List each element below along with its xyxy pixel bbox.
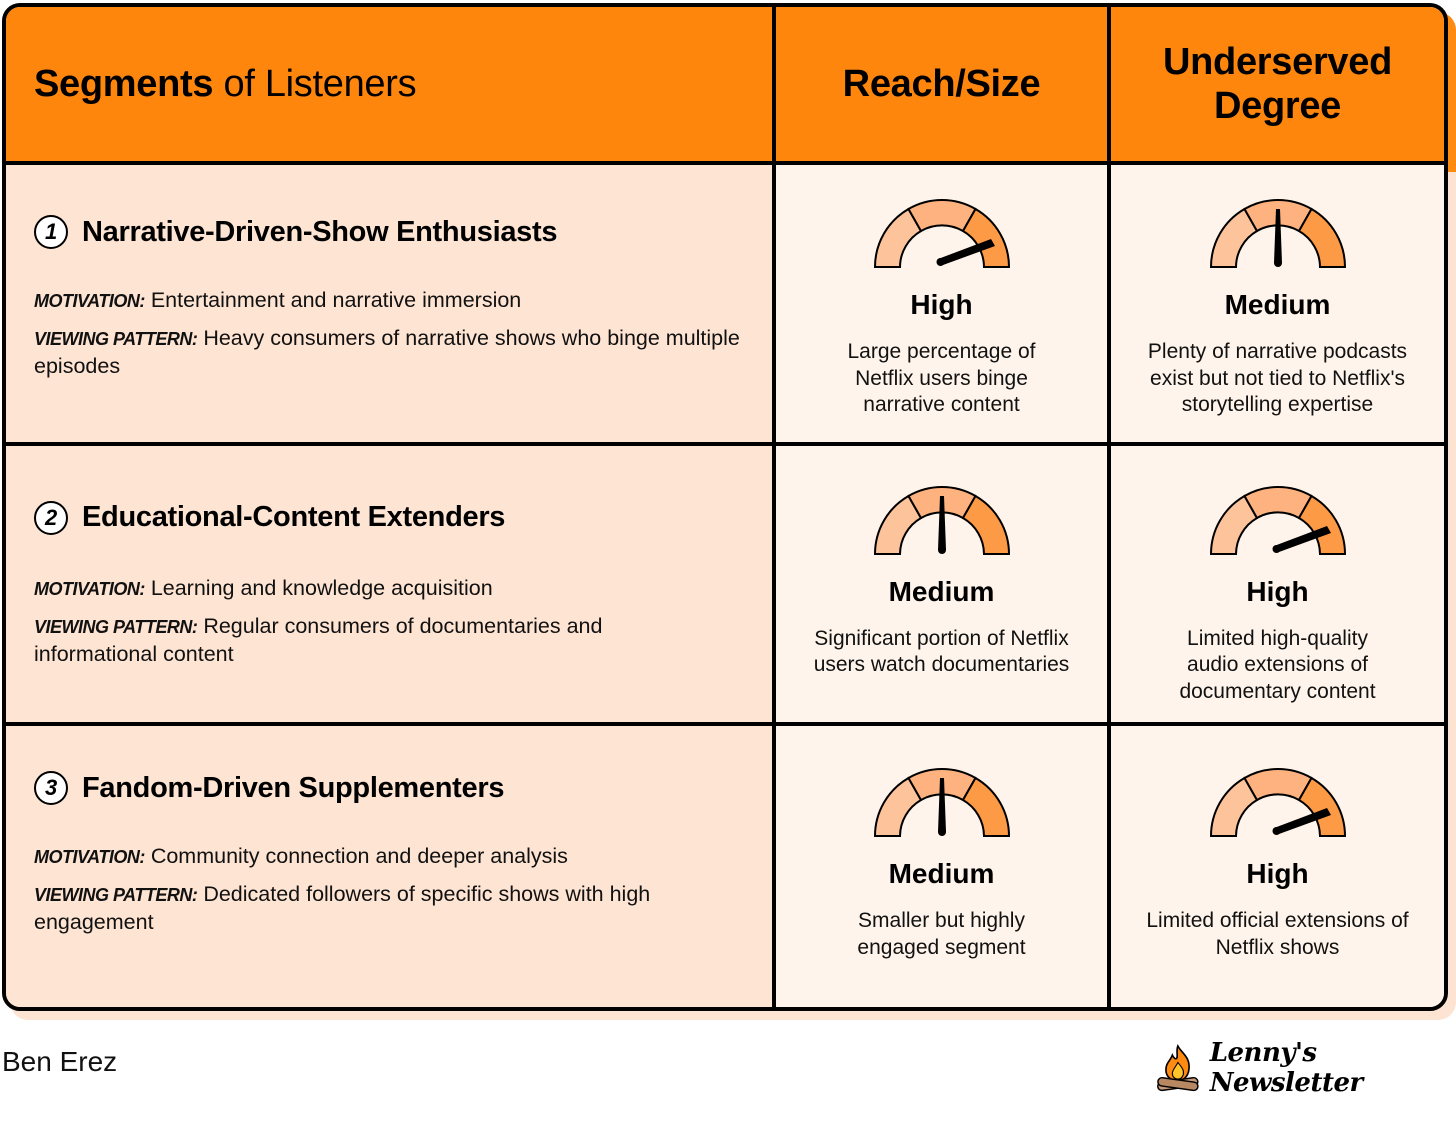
underserved-line-2: Degree [1213, 85, 1342, 127]
title-bold: Segments [34, 62, 214, 105]
reach-rating: Medium [888, 858, 995, 890]
number-badge-icon: 3 [34, 771, 68, 806]
segment-body: MOTIVATION: Learning and knowledge acqui… [34, 575, 744, 668]
underserved-cell-3: High Limited official extensions of Netf… [1111, 726, 1444, 1007]
reach-cell-1: High Large percentage of Netflix users b… [776, 165, 1111, 446]
segment-name: Narrative-Driven-Show Enthusiasts [82, 215, 558, 248]
table-title: Segments of Listeners [34, 62, 417, 106]
segment-row-1: 1 Narrative-Driven-Show Enthusiasts MOTI… [6, 165, 776, 446]
segment-body: MOTIVATION: Entertainment and narrative … [34, 287, 744, 380]
motivation-text: Learning and knowledge acquisition [150, 575, 493, 600]
motivation: MOTIVATION: Community connection and dee… [34, 843, 744, 871]
viewing-pattern-label: VIEWING PATTERN: [34, 616, 198, 637]
header-segments: Segments of Listeners [6, 7, 776, 165]
underserved-description: Plenty of narrative podcasts exist but n… [1147, 340, 1408, 416]
gauge-high-icon [1209, 768, 1346, 838]
column-reach-label: Reach/Size [842, 63, 1041, 105]
underserved-rating: High [1246, 858, 1309, 890]
viewing-pattern-text: Heavy consumers of narrative shows who b… [34, 326, 740, 378]
motivation-label: MOTIVATION: [34, 578, 145, 599]
motivation-label: MOTIVATION: [34, 847, 145, 868]
number-badge-icon: 1 [34, 215, 68, 249]
viewing-pattern-label: VIEWING PATTERN: [34, 329, 198, 349]
gauge-medium-icon [873, 768, 1010, 838]
viewing-pattern-label: VIEWING PATTERN: [34, 885, 198, 906]
gauge-medium-icon [873, 485, 1010, 555]
gauge-high-icon [1209, 485, 1346, 555]
reach-rating: High [910, 289, 973, 320]
segment-title: 3 Fandom-Driven Supplementers [34, 771, 744, 806]
underserved-cell-2: High Limited high-quality audio extensio… [1111, 445, 1444, 727]
segments-table: Segments of Listeners Reach/Size Underse… [2, 3, 1448, 1011]
reach-description: Smaller but highly engaged segment [857, 909, 1026, 959]
underserved-description: Limited high-quality audio extensions of… [1179, 626, 1376, 703]
number-badge-icon: 2 [34, 500, 68, 535]
motivation-label: MOTIVATION: [34, 291, 145, 311]
gauge-medium-icon [1209, 199, 1346, 268]
viewing-pattern: VIEWING PATTERN: Heavy consumers of narr… [34, 325, 744, 380]
segment-body: MOTIVATION: Community connection and dee… [34, 843, 744, 936]
reach-description: Large percentage of Netflix users binge … [847, 340, 1036, 416]
segment-name: Fandom-Driven Supplementers [82, 771, 505, 804]
underserved-description: Limited official extensions of Netflix s… [1146, 909, 1409, 959]
segment-name: Educational-Content Extenders [82, 501, 506, 534]
reach-description: Significant portion of Netflix users wat… [813, 626, 1070, 677]
header-underserved: Underserved Degree [1111, 7, 1444, 165]
underserved-cell-1: Medium Plenty of narrative podcasts exis… [1111, 165, 1444, 446]
motivation-text: Community connection and deeper analysis [150, 844, 568, 869]
campfire-icon [1157, 1043, 1199, 1092]
viewing-pattern: VIEWING PATTERN: Dedicated followers of … [34, 881, 684, 936]
underserved-line-1: Underserved [1162, 41, 1393, 83]
title-light: of Listeners [223, 62, 417, 105]
segment-row-3: 3 Fandom-Driven Supplementers MOTIVATION… [6, 726, 776, 1007]
motivation: MOTIVATION: Learning and knowledge acqui… [34, 575, 744, 603]
motivation: MOTIVATION: Entertainment and narrative … [34, 287, 744, 315]
column-underserved-label: Underserved Degree [1163, 40, 1392, 128]
brand-name: Lenny's Newsletter [1209, 1038, 1364, 1098]
reach-rating: Medium [888, 575, 995, 607]
motivation-text: Entertainment and narrative immersion [150, 288, 522, 312]
reach-cell-3: Medium Smaller but highly engaged segmen… [776, 726, 1111, 1007]
gauge-high-icon [873, 199, 1010, 268]
underserved-rating: High [1246, 575, 1309, 607]
viewing-pattern-text: Dedicated followers of specific shows wi… [34, 882, 651, 935]
segment-row-2: 2 Educational-Content Extenders MOTIVATI… [6, 445, 776, 727]
header-reach: Reach/Size [776, 7, 1111, 165]
author-credit: Ben Erez [2, 1046, 118, 1077]
underserved-rating: Medium [1224, 289, 1331, 320]
segment-title: 2 Educational-Content Extenders [34, 500, 744, 535]
segment-title: 1 Narrative-Driven-Show Enthusiasts [34, 215, 744, 249]
viewing-pattern: VIEWING PATTERN: Regular consumers of do… [34, 613, 674, 668]
brand-logo: Lenny's Newsletter [1154, 1038, 1456, 1098]
viewing-pattern-text: Regular consumers of documentaries and i… [34, 613, 603, 666]
reach-cell-2: Medium Significant portion of Netflix us… [776, 445, 1111, 727]
